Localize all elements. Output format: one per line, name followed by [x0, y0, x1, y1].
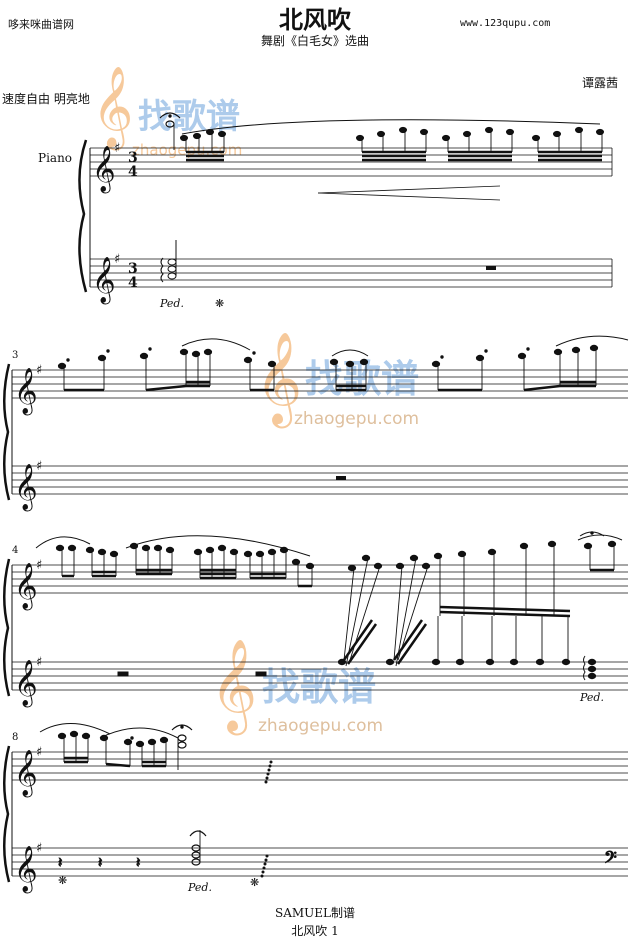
song-title: 北风吹	[279, 6, 351, 34]
tremolo-dots	[264, 760, 273, 784]
watermark-logo-1: 𝄞 找歌谱 zhaogepu.com	[92, 65, 242, 159]
whole-rest	[117, 671, 129, 677]
system-2	[2, 363, 628, 501]
system-1	[78, 139, 613, 293]
measure-number: 3	[12, 350, 18, 361]
key-sharp-icon: ♯	[114, 252, 120, 267]
arpeggio-run	[342, 531, 617, 667]
key-sharp-icon: ♯	[36, 745, 42, 760]
melody-system-2	[57, 335, 629, 392]
whole-rest	[486, 266, 496, 270]
measure-number: 4	[12, 545, 18, 556]
bass-chord-2	[583, 655, 597, 681]
page-footer: 北风吹 1	[291, 924, 339, 938]
watermark-url-1: zhaogepu.com	[132, 141, 242, 159]
treble-clef-icon: 𝄞	[92, 146, 116, 194]
svg-text:𝄞: 𝄞	[210, 638, 257, 735]
pedal-release-icon: ❋	[58, 874, 67, 887]
melody-system-3	[35, 531, 623, 667]
staff-bass-1	[90, 258, 612, 288]
whole-rest	[255, 671, 267, 677]
pedal-mark: Ped.	[579, 691, 604, 704]
treble-clef-icon: 𝄞	[14, 750, 38, 798]
staccato-dots	[66, 347, 530, 362]
pedal-mark: Ped.	[187, 881, 212, 894]
key-sharp-icon: ♯	[36, 363, 42, 378]
bass-system-4: 𝄽 𝄽 𝄽 𝄢	[58, 830, 618, 878]
bass-chord-1	[160, 240, 177, 283]
system-4	[2, 745, 628, 883]
key-sharp-icon: ♯	[36, 655, 42, 670]
quarter-rest-icon: 𝄽	[98, 855, 102, 871]
treble-clef-icon: 𝄞	[14, 464, 38, 512]
treble-clef-icon: 𝄞	[14, 368, 38, 416]
diminuendo-hairpin	[317, 185, 501, 201]
time-sig-bottom: 4	[128, 164, 138, 180]
bass-system-3	[117, 616, 597, 681]
fermata-note	[159, 112, 181, 150]
svg-text:𝄞: 𝄞	[92, 65, 133, 150]
pedal-mark: Ped.	[159, 297, 184, 310]
instrument-label: Piano	[38, 151, 73, 165]
slurs	[181, 335, 629, 357]
key-sharp-icon: ♯	[114, 141, 120, 156]
fermata-half-note	[171, 724, 193, 770]
time-sig-top: 3	[128, 150, 138, 166]
svg-text:𝄞: 𝄞	[255, 331, 302, 428]
note-runs-measure-1	[180, 119, 604, 162]
watermark-logo-3: 𝄞 找歌谱 zhaogepu.com	[210, 638, 383, 736]
watermark-brand-1: 找歌谱	[138, 97, 240, 137]
system-3	[2, 558, 628, 697]
site-url-right: www.123qupu.com	[460, 18, 551, 29]
grand-staff-brace	[78, 139, 88, 293]
time-sig-bottom: 4	[128, 275, 138, 291]
score-maker: SAMUEL制谱	[274, 906, 356, 920]
bass-half-chord	[189, 830, 207, 866]
watermark-logo-2: 𝄞 找歌谱 zhaogepu.com	[255, 331, 419, 429]
bass-clef-icon: 𝄢	[604, 847, 617, 871]
treble-clef-icon: 𝄞	[14, 846, 38, 894]
pedal-release-icon: ❋	[250, 876, 259, 889]
treble-clef-icon: 𝄞	[14, 563, 38, 611]
watermark-url-3: zhaogepu.com	[258, 716, 383, 736]
site-name-left: 哆来咪曲谱网	[8, 18, 74, 31]
time-sig-top: 3	[128, 261, 138, 277]
treble-clef-icon: 𝄞	[92, 257, 116, 305]
staff-treble-1	[90, 147, 612, 177]
melody-system-4	[39, 723, 273, 784]
quarter-rest-icon: 𝄽	[58, 855, 62, 871]
treble-clef-icon: 𝄞	[14, 660, 38, 708]
key-sharp-icon: ♯	[36, 459, 42, 474]
watermark-brand-3: 找歌谱	[262, 665, 376, 709]
key-sharp-icon: ♯	[36, 841, 42, 856]
measure-number: 8	[12, 732, 18, 743]
whole-rest	[336, 476, 346, 480]
composer-name: 谭露茜	[582, 76, 619, 90]
tempo-marking: 速度自由 明亮地	[2, 92, 90, 106]
watermark: 𝄞 找歌谱 zhaogepu.com 𝄞 找歌谱 zhaogepu.com 𝄞 …	[92, 65, 419, 736]
watermark-url-2: zhaogepu.com	[294, 409, 419, 429]
tremolo-dots	[260, 854, 269, 878]
song-subtitle: 舞剧《白毛女》选曲	[260, 34, 369, 48]
quarter-rest-icon: 𝄽	[136, 855, 140, 871]
key-sharp-icon: ♯	[36, 558, 42, 573]
pedal-release-icon: ❋	[215, 297, 224, 310]
